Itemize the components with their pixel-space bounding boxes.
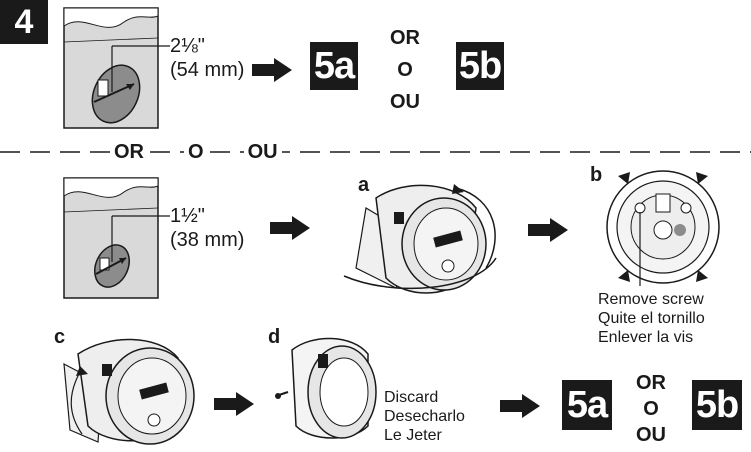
go-to-step-5b-badge: 5b (692, 380, 742, 430)
discard-spanish: Desecharlo (384, 408, 465, 425)
measurement-inches: 2⅛" (170, 35, 205, 57)
door-edge-diagram-38mm (63, 177, 170, 303)
divider-or-spanish: O (184, 141, 208, 164)
go-to-step-5a-badge: 5a (562, 380, 612, 430)
step-label-b: b (590, 164, 603, 186)
remove-screw-english: Remove screw (598, 291, 704, 308)
arrow-right-icon (214, 392, 254, 416)
measurement-54mm: 2⅛" (54 mm) (170, 34, 244, 82)
arrow-right-icon (500, 394, 540, 418)
step-label-c: c (54, 326, 66, 348)
adapter-ring-icon (275, 337, 377, 439)
or-french: OU (636, 424, 666, 446)
discard-french: Le Jeter (384, 427, 442, 444)
discard-english: Discard (384, 389, 439, 406)
or-french: OU (390, 91, 420, 113)
measurement-inches: 1½" (170, 205, 205, 227)
deadbolt-back-icon (606, 170, 720, 286)
divider-or-labels: OR O OU (110, 141, 282, 164)
remove-screw-french: Enlever la vis (598, 329, 694, 346)
remove-screw-spanish: Quite el tornillo (598, 310, 705, 327)
step-number-badge: 4 (0, 0, 48, 44)
door-edge-diagram-54mm (63, 7, 170, 133)
divider-or-english: OR (110, 141, 148, 164)
arrow-right-icon (270, 216, 310, 240)
measurement-mm: (38 mm) (170, 229, 245, 251)
measurement-38mm: 1½" (38 mm) (170, 204, 244, 252)
or-english: OR (390, 27, 420, 49)
door-edge-icon (63, 177, 170, 299)
step-label-a: a (358, 174, 370, 196)
go-to-step-5a-badge: 5a (310, 42, 358, 90)
or-choice-group: OR O OU (620, 370, 682, 448)
or-spanish: O (643, 398, 659, 420)
remove-screw-caption: Remove screw Quite el tornillo Enlever l… (598, 290, 705, 347)
divider-or-french: OU (243, 141, 282, 164)
arrow-right-icon (252, 58, 292, 82)
measurement-mm: (54 mm) (170, 59, 245, 81)
or-spanish: O (397, 59, 413, 81)
deadbolt-icon (343, 184, 497, 294)
discard-caption: Discard Desecharlo Le Jeter (384, 388, 465, 445)
go-to-step-5b-badge: 5b (456, 42, 504, 90)
or-english: OR (636, 372, 666, 394)
or-choice-group: OR O OU (374, 22, 436, 118)
step-label-d: d (268, 326, 281, 348)
arrow-right-icon (528, 218, 568, 242)
door-edge-icon (63, 7, 170, 129)
deadbolt-side-icon (63, 338, 195, 445)
